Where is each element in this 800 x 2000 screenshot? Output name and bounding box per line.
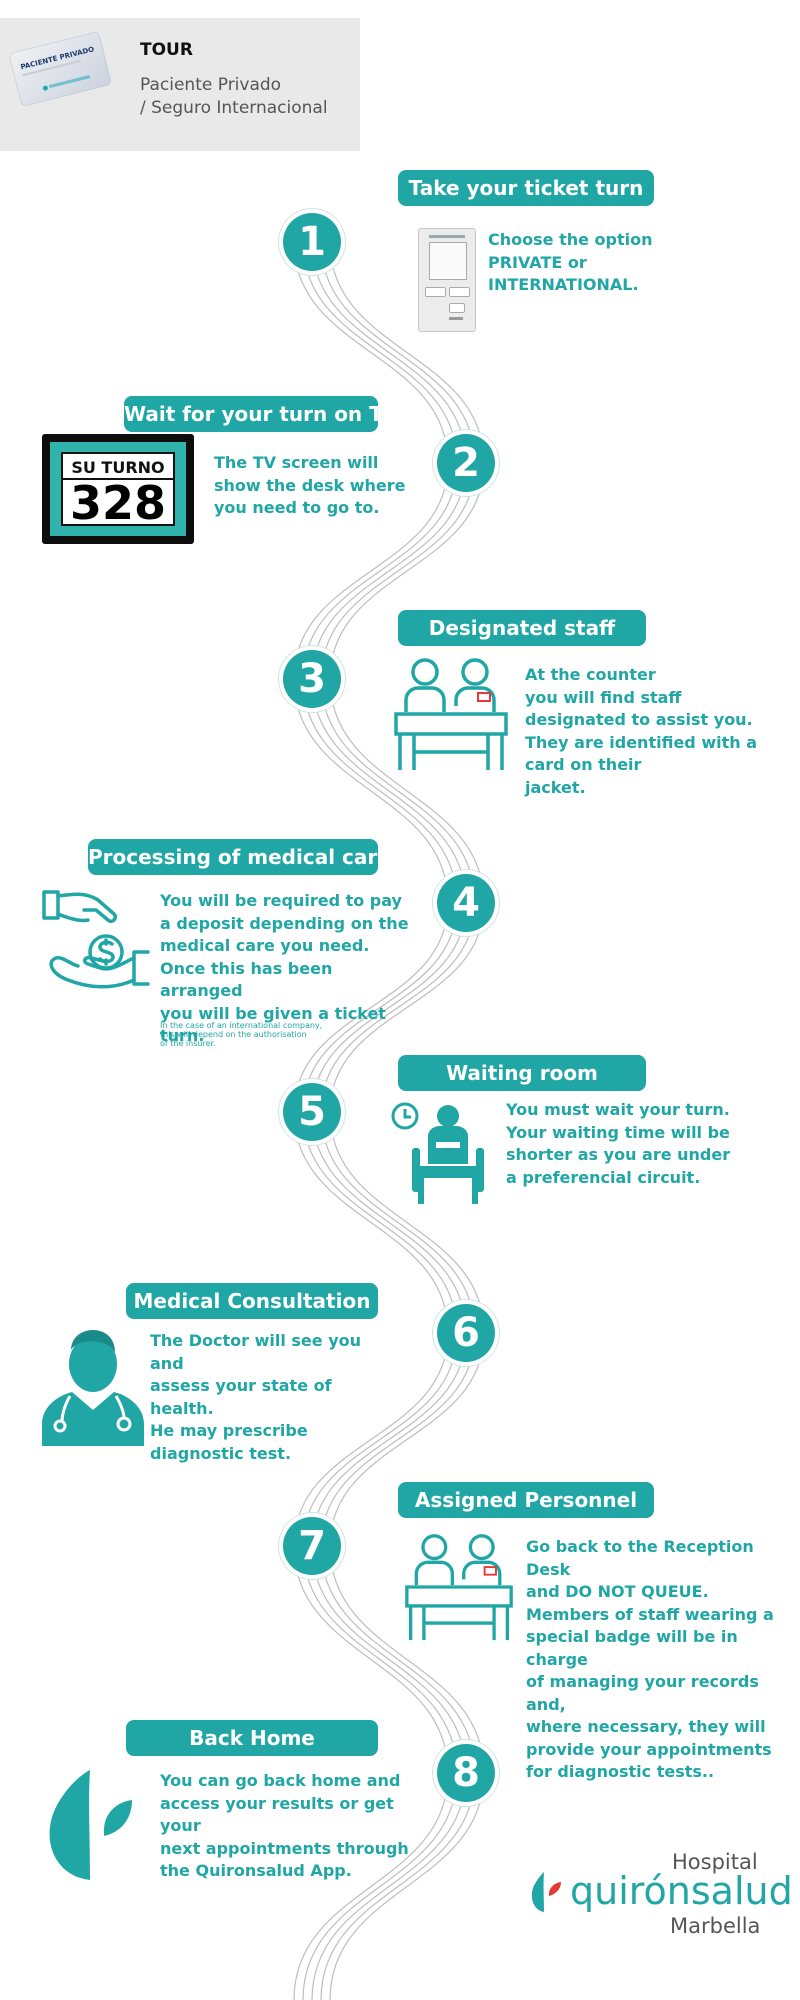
text-line: INTERNATIONAL. bbox=[488, 275, 639, 294]
text-line: diagnostic test. bbox=[150, 1443, 292, 1463]
text-line: designated to assist you. bbox=[525, 710, 753, 729]
step-2-title: Wait for your turn on TV bbox=[124, 396, 398, 432]
text-line: and DO NOT QUEUE. bbox=[526, 1582, 709, 1601]
text-line: where necessary, they will bbox=[526, 1717, 766, 1736]
step-5-text: You must wait your turn. Your waiting ti… bbox=[506, 1099, 746, 1189]
text-line: of managing your records and, bbox=[526, 1672, 759, 1714]
step-8-number: 8 bbox=[437, 1744, 495, 1802]
text-line: you will be given a ticket turn. bbox=[160, 1003, 386, 1046]
header-title: TOUR bbox=[140, 40, 193, 60]
text-line: medical care you need. bbox=[160, 936, 370, 955]
step-2-text: The TV screen will show the desk where y… bbox=[214, 452, 414, 520]
text-line: Choose the option bbox=[488, 230, 653, 249]
step-5-number: 5 bbox=[283, 1083, 341, 1141]
note-line: of the insurer. bbox=[160, 1039, 216, 1048]
ticket-kiosk-icon bbox=[418, 228, 476, 332]
text-line: You can go back home and bbox=[160, 1771, 401, 1790]
text-line: you need to go to. bbox=[214, 498, 380, 517]
text-line: Go back to the Reception Desk bbox=[526, 1537, 754, 1579]
text-line: provide your appointments bbox=[526, 1739, 772, 1759]
step-4-number: 4 bbox=[437, 874, 495, 932]
text-line: PRIVATE or bbox=[488, 252, 587, 272]
step-1-number: 1 bbox=[283, 213, 341, 271]
text-line: You will be required to pay bbox=[160, 891, 402, 910]
text-line: Once this has been arranged bbox=[160, 958, 333, 1001]
step-3-title: Designated staff bbox=[398, 610, 646, 646]
step-7-number: 7 bbox=[283, 1517, 341, 1575]
text-line: Members of staff wearing a bbox=[526, 1604, 774, 1624]
step-5-title: Waiting room bbox=[398, 1055, 646, 1091]
text-line: next appointments through bbox=[160, 1838, 409, 1858]
text-line: Your waiting time will be bbox=[506, 1122, 730, 1142]
step-6-number: 6 bbox=[437, 1304, 495, 1362]
text-line: He may prescribe bbox=[150, 1421, 308, 1440]
step-4-note: In the case of an international company,… bbox=[160, 1021, 360, 1048]
payment-hand-icon bbox=[42, 890, 150, 989]
text-line: for diagnostic tests.. bbox=[526, 1762, 715, 1781]
text-line: You must wait your turn. bbox=[506, 1100, 730, 1119]
header-subtitle: Paciente Privado / Seguro Internacional bbox=[140, 74, 355, 120]
text-line: the Quironsalud App. bbox=[160, 1861, 352, 1880]
header-subtitle-line: Paciente Privado bbox=[140, 75, 282, 95]
text-line: At the counter bbox=[525, 665, 656, 684]
step-8-title: Back Home bbox=[126, 1720, 378, 1756]
brand-marbella: Marbella bbox=[670, 1914, 761, 1938]
text-line: show the desk where bbox=[214, 475, 406, 495]
text-line: special badge will be in charge bbox=[526, 1627, 738, 1669]
reception-desk-icon bbox=[394, 658, 508, 770]
step-7-text: Go back to the Reception Desk and DO NOT… bbox=[526, 1536, 800, 1784]
step-3-number: 3 bbox=[283, 650, 341, 708]
step-4-title: Processing of medical care bbox=[88, 839, 391, 875]
text-line: shorter as you are under bbox=[506, 1145, 731, 1164]
text-line: a deposit depending on the bbox=[160, 913, 409, 933]
step-2-number: 2 bbox=[437, 434, 495, 492]
tv-screen-icon: SU TURNO 328 bbox=[42, 434, 194, 544]
note-line: this will depend on the authorisation bbox=[160, 1030, 307, 1039]
step-4-text: You will be required to pay a deposit de… bbox=[160, 890, 420, 1048]
text-line: card on their bbox=[525, 755, 642, 774]
text-line: assess your state of health. bbox=[150, 1376, 332, 1418]
brand-hospital: Hospital bbox=[672, 1850, 758, 1874]
step-7-title: Assigned Personnel bbox=[398, 1482, 654, 1518]
text-line: The Doctor will see you and bbox=[150, 1331, 361, 1373]
step-6-title: Medical Consultation bbox=[126, 1283, 378, 1319]
patient-card-image: PACIENTE PRIVADO bbox=[9, 32, 111, 106]
text-line: jacket. bbox=[525, 777, 586, 797]
doctor-icon bbox=[42, 1330, 144, 1446]
header-subtitle-line: / Seguro Internacional bbox=[140, 98, 328, 118]
tv-number: 328 bbox=[69, 476, 167, 530]
quironsalud-leaf-icon bbox=[49, 1770, 132, 1880]
step-6-text: The Doctor will see you and assess your … bbox=[150, 1330, 400, 1465]
reception-desk-icon bbox=[405, 1534, 513, 1641]
text-line: you will find staff bbox=[525, 687, 682, 707]
step-1-text: Choose the option PRIVATE or INTERNATION… bbox=[488, 229, 688, 297]
step-3-text: At the counter you will find staff desig… bbox=[525, 664, 765, 799]
text-line: a preferencial circuit. bbox=[506, 1167, 701, 1187]
text-line: The TV screen will bbox=[214, 453, 379, 472]
tv-label: SU TURNO bbox=[71, 458, 165, 477]
step-1-title: Take your ticket turn bbox=[398, 170, 654, 206]
brand-name: quirónsalud bbox=[570, 1869, 793, 1913]
waiting-room-icon bbox=[391, 1102, 484, 1204]
note-line: In the case of an international company, bbox=[160, 1021, 323, 1030]
text-line: access your results or get your bbox=[160, 1793, 394, 1836]
step-8-text: You can go back home and access your res… bbox=[160, 1770, 410, 1883]
quironsalud-logo-icon bbox=[531, 1872, 561, 1912]
text-line: They are identified with a bbox=[525, 732, 757, 752]
